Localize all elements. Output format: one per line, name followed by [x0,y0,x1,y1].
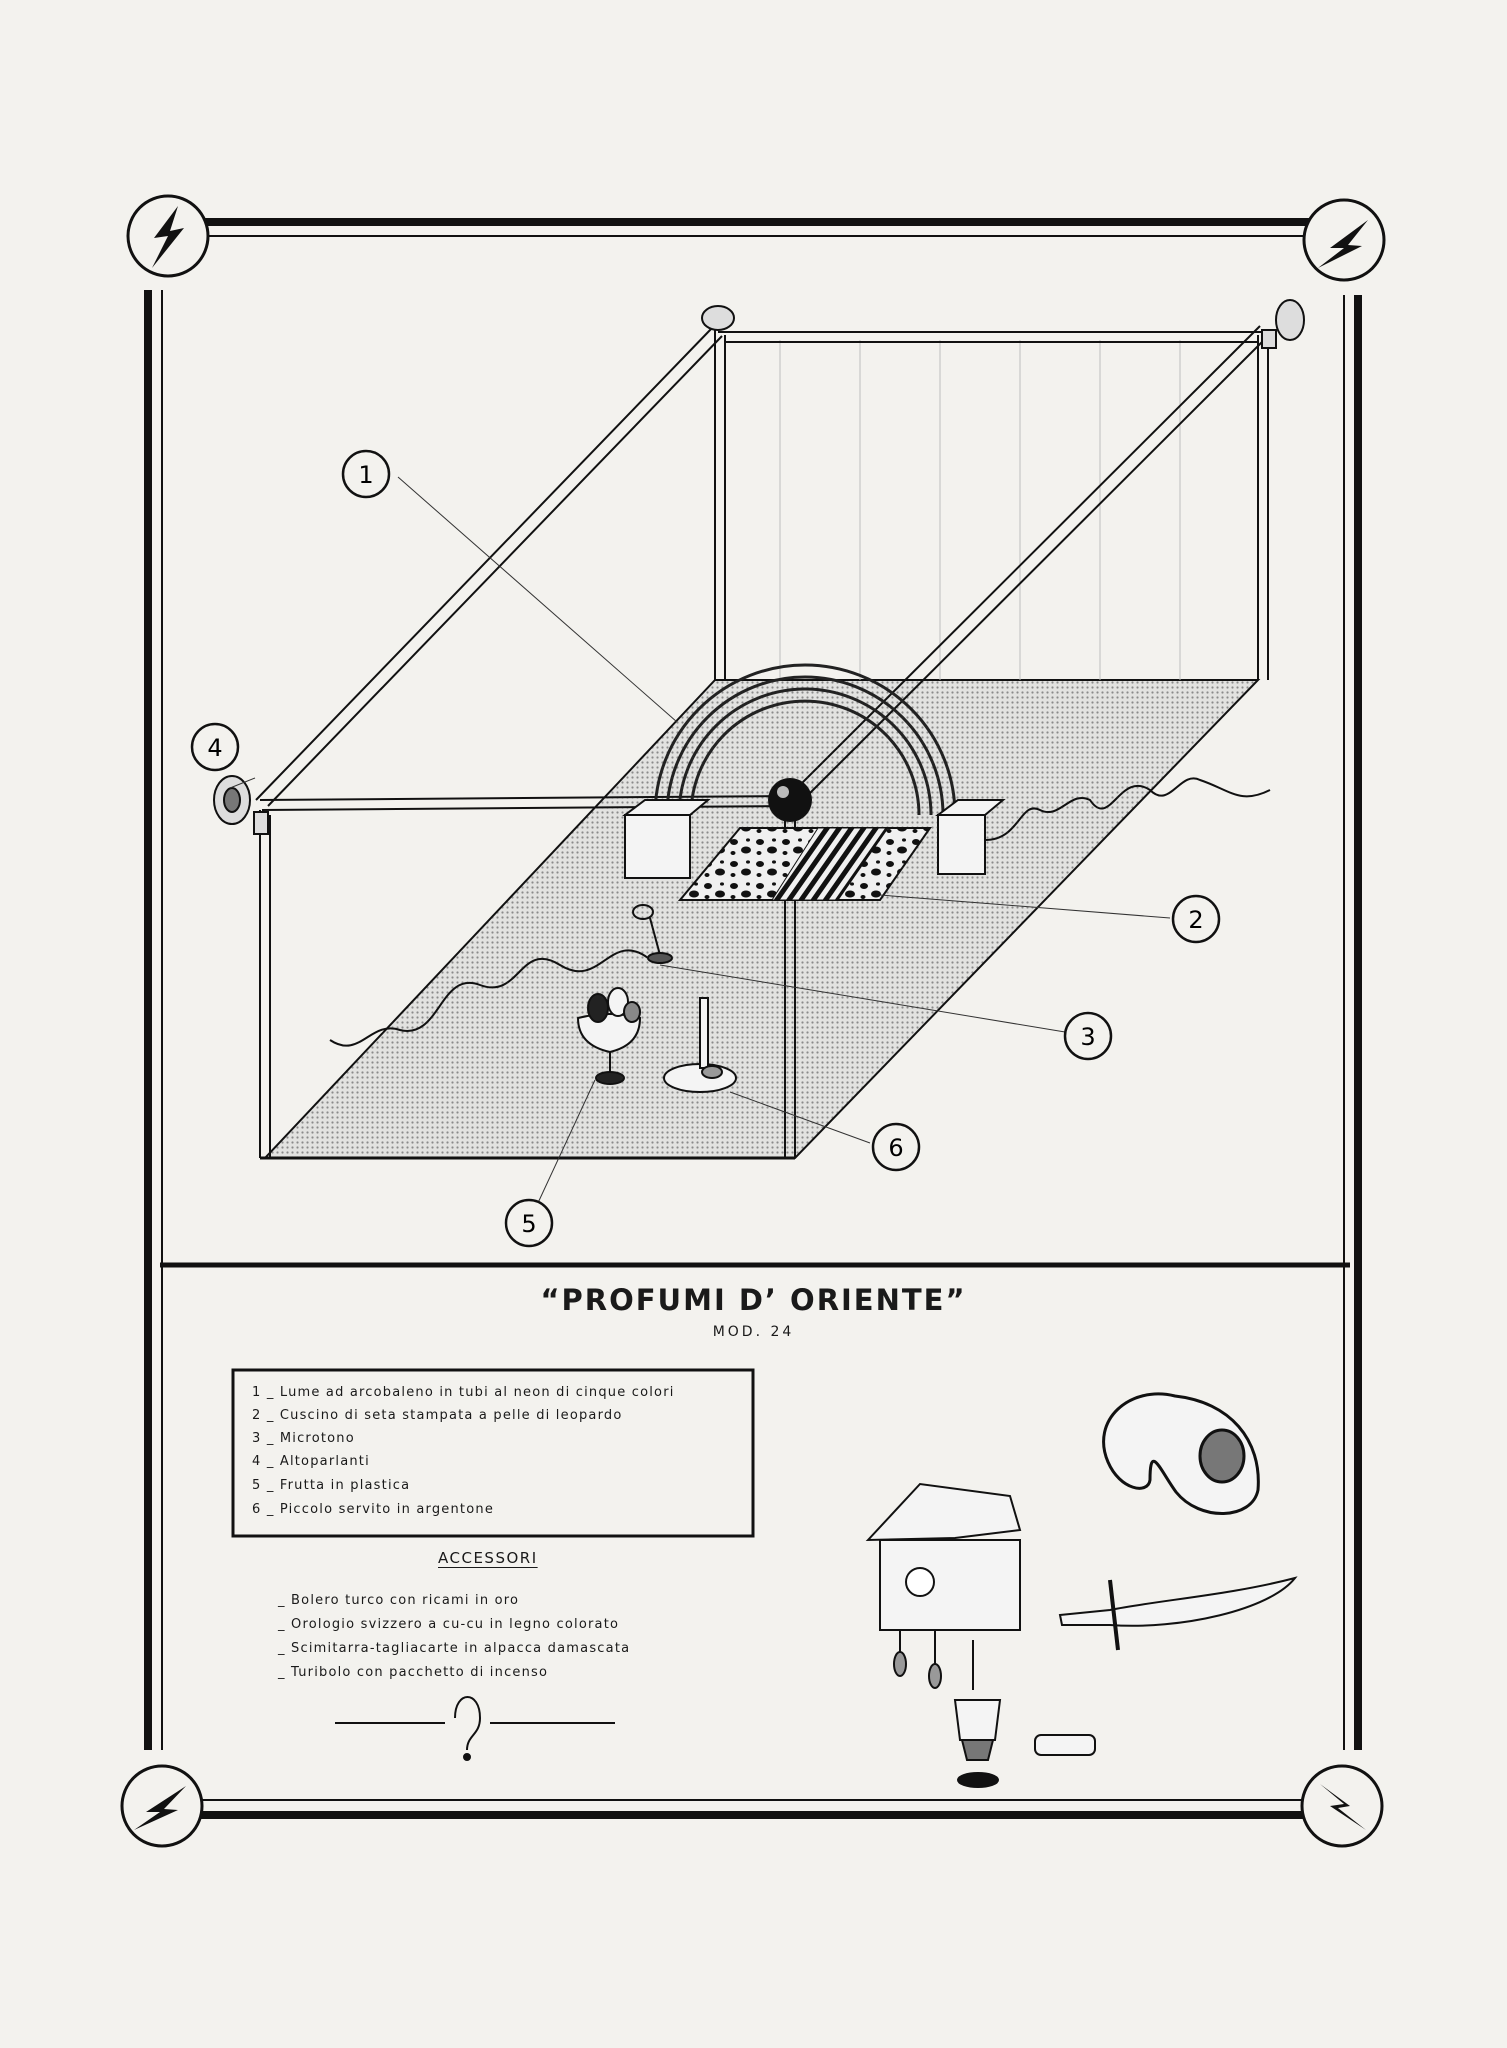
speaker-front-left [213,775,269,835]
scimitar-illustration [1058,1576,1298,1651]
microphone [632,904,673,964]
svg-text:6: 6 [888,1134,903,1162]
callout-6: 6 [871,1122,921,1172]
lightning-bolt-icon [1320,1784,1366,1830]
bolero-illustration [1102,1392,1260,1515]
accessory-item: _ Turibolo con pacchetto di incenso [278,1665,549,1680]
legend-item: 3 _ Microtono [252,1431,355,1446]
fruit-bowl [576,987,642,1085]
lightning-bolt-icon [152,206,184,268]
pole-sphere [768,778,812,822]
svg-text:2: 2 [1188,906,1203,934]
speaker-top-back [701,305,735,331]
callout-1: 1 [341,449,391,499]
ornament [335,1696,615,1761]
poster-frame [144,218,1362,1819]
arc-base-left [622,799,711,879]
accessories-heading: ACCESSORI [438,1549,538,1567]
arc-base-right [935,799,1006,875]
callout-3: 3 [1063,1011,1113,1061]
censer-illustration [953,1640,1096,1788]
speaker-cable [984,777,1271,841]
corner-bottom-left [120,1764,204,1848]
callout-2: 2 [1171,894,1221,944]
legend-item: 6 _ Piccolo servito in argentone [252,1502,495,1517]
corner-top-left [126,194,210,278]
svg-text:3: 3 [1080,1023,1095,1051]
lightning-bolt-icon [134,1786,186,1830]
legend-item: 1 _ Lume ad arcobaleno in tubi al neon d… [252,1385,675,1400]
microphone-cable [329,949,649,1047]
legend-item: 5 _ Frutta in plastica [252,1478,411,1493]
accessory-item: _ Scimitarra-tagliacarte in alpacca dama… [278,1641,631,1656]
corner-top-right [1302,198,1386,282]
lightning-bolt-icon [1318,220,1368,268]
callout-4: 4 [190,722,240,772]
poster-title: “PROFUMI D’ ORIENTE” [540,1283,967,1317]
legend-item: 4 _ Altoparlanti [252,1454,370,1469]
room-diagram: 1 2 3 4 5 6 [190,299,1305,1248]
accessory-item: _ Orologio svizzero a cu-cu in legno col… [278,1617,620,1632]
accessory-item: _ Bolero turco con ricami in oro [278,1593,520,1608]
room-floor [262,679,1261,1159]
cuckoo-clock-illustration [865,1482,1022,1689]
callout-5: 5 [504,1198,554,1248]
model-number: MOD. 24 [712,1324,795,1340]
svg-text:5: 5 [521,1210,536,1238]
corner-bottom-right [1300,1764,1384,1848]
leader-lines [229,476,1171,1206]
svg-text:4: 4 [207,734,222,762]
silver-service [663,997,737,1093]
legend-item: 2 _ Cuscino di seta stampata a pelle di … [252,1408,623,1423]
speaker-top-right [1261,299,1305,349]
svg-text:1: 1 [358,461,373,489]
legend-box [231,1368,755,1538]
